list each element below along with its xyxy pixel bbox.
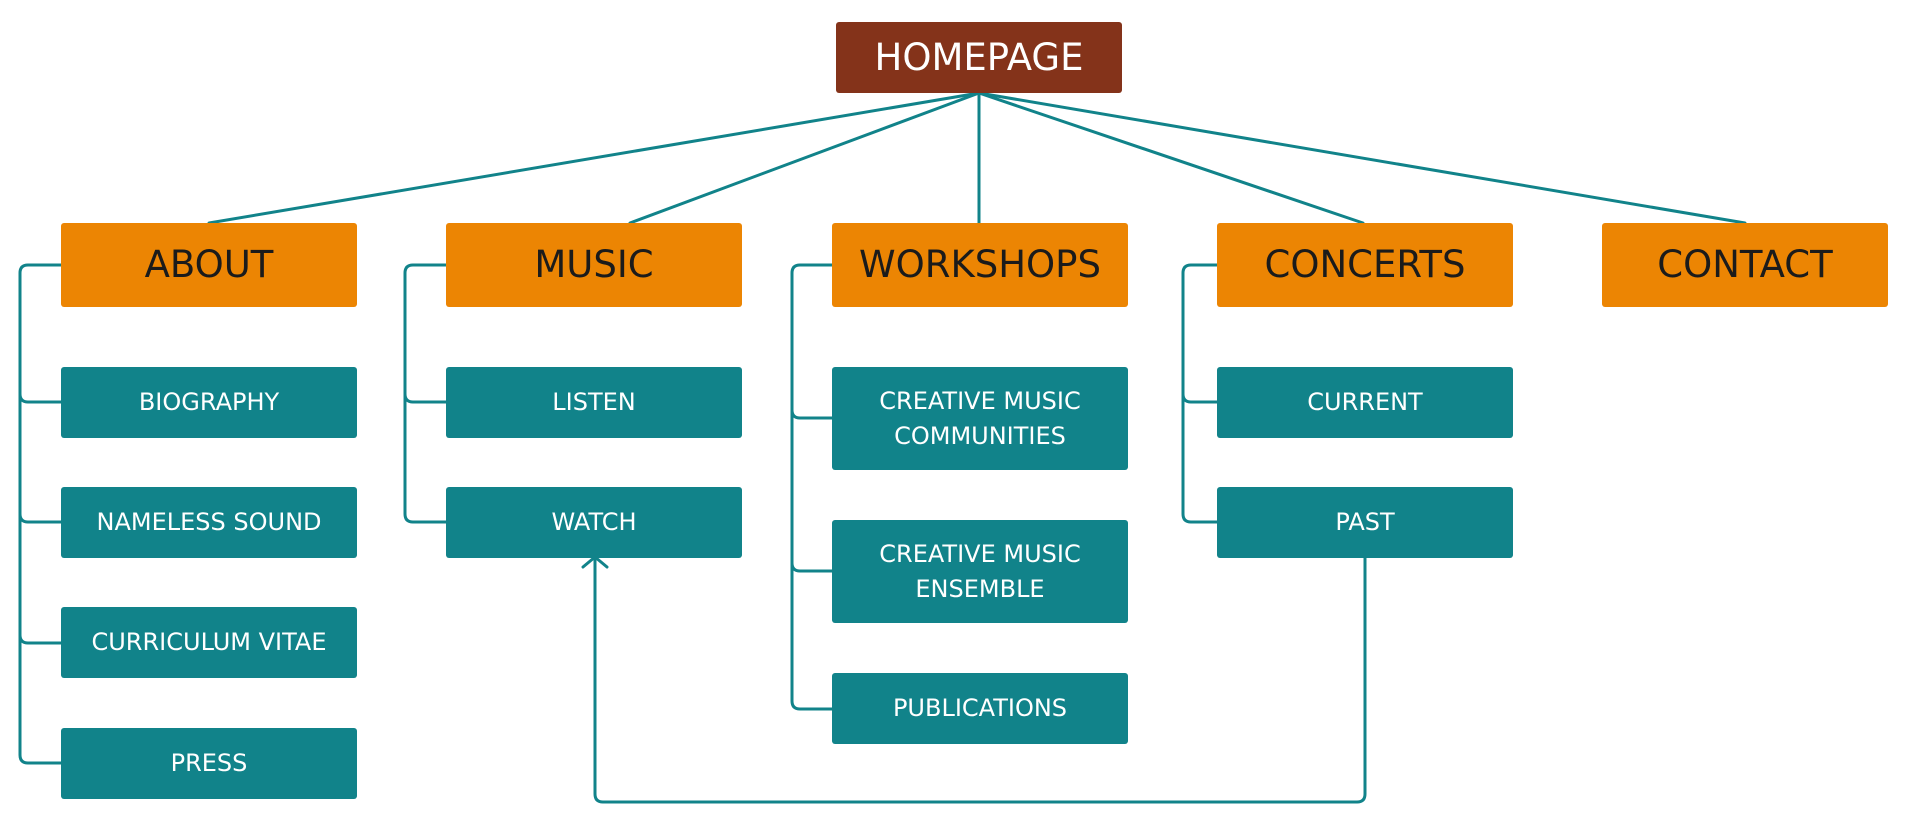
connector-music-listen (403, 392, 448, 404)
category-concerts: CONCERTS (1217, 223, 1513, 307)
page-listen: LISTEN (446, 367, 742, 438)
connector-about-curriculum-vitae (18, 633, 63, 645)
connector-workshops-communities (790, 408, 834, 420)
page-watch: WATCH (446, 487, 742, 558)
connector-workshops-children (790, 263, 834, 711)
connector-concerts-children (1181, 263, 1219, 524)
connector-homepage-music (628, 91, 981, 225)
connector-homepage-about (207, 91, 981, 225)
category-contact: CONTACT (1602, 223, 1888, 307)
category-music: MUSIC (446, 223, 742, 307)
page-publications: PUBLICATIONS (832, 673, 1128, 744)
category-workshops: WORKSHOPS (832, 223, 1128, 307)
page-past: PAST (1217, 487, 1513, 558)
homepage-node: HOMEPAGE (836, 22, 1122, 93)
connector-concerts-current (1181, 392, 1219, 404)
connector-music-children (403, 263, 448, 524)
page-current: CURRENT (1217, 367, 1513, 438)
page-creative-music-communities: CREATIVE MUSIC COMMUNITIES (832, 367, 1128, 470)
connector-about-nameless-sound (18, 512, 63, 524)
page-nameless-sound: NAMELESS SOUND (61, 487, 357, 558)
page-press: PRESS (61, 728, 357, 799)
cross-link-past-to-watch (593, 556, 1367, 804)
connector-homepage-contact (977, 91, 1747, 225)
connector-about-biography (18, 392, 63, 404)
connector-homepage-concerts (977, 91, 1365, 225)
page-curriculum-vitae: CURRICULUM VITAE (61, 607, 357, 678)
page-biography: BIOGRAPHY (61, 367, 357, 438)
category-about: ABOUT (61, 223, 357, 307)
page-creative-music-ensemble: CREATIVE MUSIC ENSEMBLE (832, 520, 1128, 623)
connector-workshops-ensemble (790, 561, 834, 573)
connector-about-children (18, 263, 63, 765)
